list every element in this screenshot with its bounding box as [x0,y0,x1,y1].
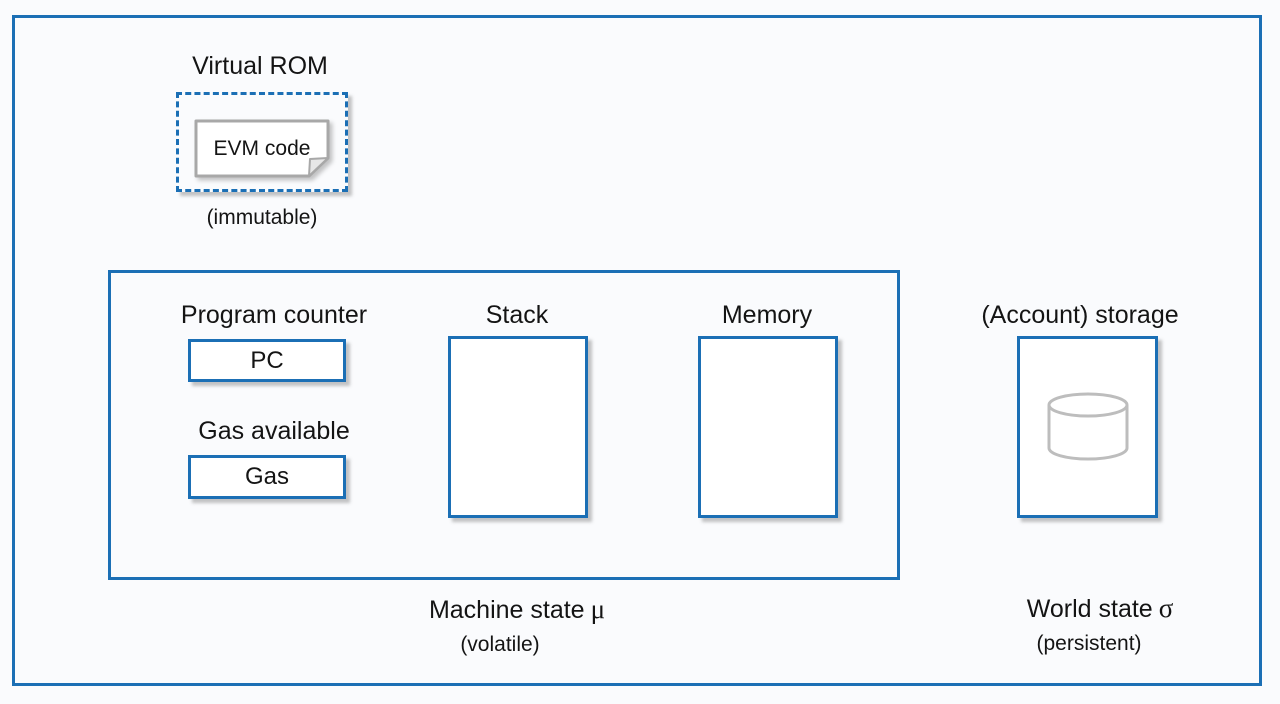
world-state-caption-text: World state [1026,595,1153,623]
document-icon [194,119,330,178]
diagram-outer-frame [12,15,1262,686]
gas-available-label: Gas available [198,417,350,445]
gas-box-label: Gas [244,463,289,490]
pc-box-label: PC [250,346,284,374]
mu-symbol: μ [590,594,606,624]
gas-box: Gas [188,455,346,499]
virtual-rom-box [176,92,348,192]
stack-label: Stack [485,301,549,329]
pc-box: PC [188,339,346,382]
memory-label: Memory [721,301,813,329]
machine-state-note: (volatile) [460,633,540,656]
account-storage-label: (Account) storage [981,301,1179,329]
virtual-rom-note: (immutable) [206,206,318,229]
stack-box [448,336,588,518]
virtual-rom-title: Virtual ROM [192,52,328,80]
program-counter-label: Program counter [180,301,368,329]
database-icon [1047,392,1128,461]
machine-state-caption-text: Machine state [428,596,585,624]
memory-box [698,336,838,518]
sigma-symbol: σ [1158,593,1174,623]
world-state-note: (persistent) [1036,632,1142,655]
evm-code-label: EVM code [213,136,311,160]
account-storage-box [1017,336,1158,518]
evm-code-document: EVM code [194,119,330,178]
machine-state-frame [108,270,900,580]
